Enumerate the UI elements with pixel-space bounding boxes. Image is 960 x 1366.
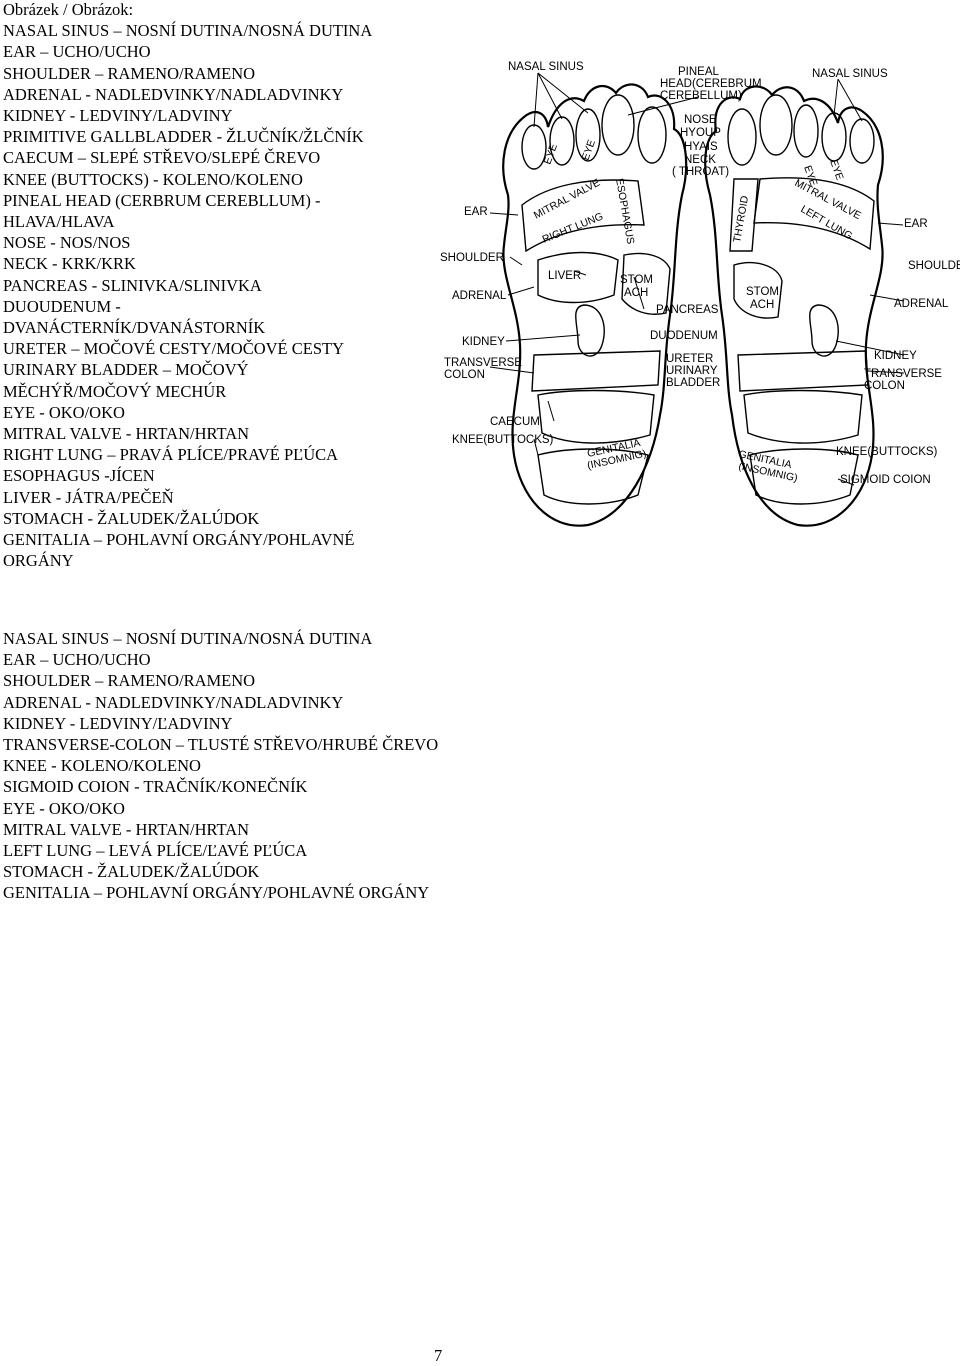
legend-line: MITRAL VALVE - HRTAN/HRTAN — [3, 819, 438, 840]
toe-zone — [760, 95, 792, 155]
label-pineal-head: HEAD(CEREBRUM — [660, 78, 762, 90]
label-eye: EYE — [827, 158, 845, 182]
legend-line: MITRAL VALVE - HRTAN/HRTAN — [3, 423, 433, 444]
label-hyais: HYAIS — [684, 141, 718, 153]
legend-line: EAR – UCHO/UCHO — [3, 41, 433, 62]
label-kidney: KIDNEY — [462, 336, 505, 348]
label-shoulder: SHOULDE — [908, 260, 960, 272]
toe-zone — [602, 95, 634, 155]
colon-zone — [532, 351, 660, 391]
label-kidney: KIDNEY — [874, 350, 917, 362]
bladder-zone — [744, 391, 862, 444]
label-transverse-colon: COLON — [864, 380, 905, 392]
right-figure-legend: NASAL SINUS – NOSNÍ DUTINA/NOSNÁ DUTINA … — [3, 628, 438, 904]
label-knee-buttocks: KNEE(BUTTOCKS) — [836, 446, 938, 458]
legend-line: TRANSVERSE-COLON – TLUSTÉ STŘEVO/HRUBÉ Č… — [3, 734, 438, 755]
label-caecum: CAECUM — [490, 416, 540, 428]
legend-line: MĚCHÝŘ/MOČOVÝ MECHÚR — [3, 381, 433, 402]
label-neck: NECK — [684, 154, 716, 166]
legend-line: EYE - OKO/OKO — [3, 402, 433, 423]
label-throat: ( THROAT) — [672, 166, 729, 178]
bladder-zone — [538, 391, 654, 444]
legend-line: NOSE - NOS/NOS — [3, 232, 433, 253]
foot-reflexology-diagram: NASAL SINUS PINEAL HEAD(CEREBRUM CEREBEL… — [438, 55, 960, 535]
label-hyoup: HYOUP — [680, 127, 721, 139]
label-adrenal: ADRENAL — [894, 298, 949, 310]
legend-line: NECK - KRK/KRK — [3, 253, 433, 274]
label-right-lung: RIGHT LUNG — [541, 210, 605, 245]
label-stomach: STOM — [620, 274, 653, 286]
legend-line: PINEAL HEAD (CERBRUM CEREBLLUM) - — [3, 190, 433, 211]
label-nasal-sinus: NASAL SINUS — [508, 61, 584, 73]
label-liver: LIVER — [548, 270, 581, 282]
legend-line: SIGMOID COION - TRAČNÍK/KONEČNÍK — [3, 776, 438, 797]
legend-line: GENITALIA – POHLAVNÍ ORGÁNY/POHLAVNÉ — [3, 529, 433, 550]
legend-heading: Obrázek / Obrázok: — [3, 0, 433, 20]
page-number: 7 — [434, 1346, 442, 1366]
legend-line: DVANÁCTERNÍK/DVANÁSTORNÍK — [3, 317, 433, 338]
legend-line: DUOUDENUM - — [3, 296, 433, 317]
legend-line: KIDNEY - LEDVINY/ĽADVINY — [3, 713, 438, 734]
label-urinary: URINARY — [666, 365, 718, 377]
label-sigmoid-coion: SIGMOID COION — [840, 474, 931, 486]
legend-line: STOMACH - ŽALUDEK/ŽALÚDOK — [3, 861, 438, 882]
label-thyroid: THYROID — [731, 194, 751, 243]
toe-zone — [822, 113, 846, 161]
label-esophagus: ESOPHAGUS — [613, 177, 636, 245]
toe-zone — [794, 105, 818, 157]
legend-line: NASAL SINUS – NOSNÍ DUTINA/NOSNÁ DUTINA — [3, 20, 433, 41]
legend-line: STOMACH - ŽALUDEK/ŽALÚDOK — [3, 508, 433, 529]
legend-line: ADRENAL - NADLEDVINKY/NADLADVINKY — [3, 84, 433, 105]
legend-line: NASAL SINUS – NOSNÍ DUTINA/NOSNÁ DUTINA — [3, 628, 438, 649]
kidney-zone — [810, 305, 839, 356]
label-shoulder: SHOULDER — [440, 252, 504, 264]
legend-line: CAECUM – SLEPÉ STŘEVO/SLEPÉ ČREVO — [3, 147, 433, 168]
legend-line: KIDNEY - LEDVINY/LADVINY — [3, 105, 433, 126]
label-stomach: ACH — [624, 287, 648, 299]
legend-line: SHOULDER – RAMENO/RAMENO — [3, 63, 433, 84]
label-ear: EAR — [464, 206, 488, 218]
label-transverse-colon: COLON — [444, 369, 485, 381]
label-transverse-colon: TRANSVERSE — [864, 368, 942, 380]
legend-line: GENITALIA – POHLAVNÍ ORGÁNY/POHLAVNÉ ORG… — [3, 882, 438, 903]
legend-line: ESOPHAGUS -JÍCEN — [3, 465, 433, 486]
label-transverse-colon: TRANSVERSE — [444, 357, 522, 369]
label-pineal-head: CEREBELLUM) — [660, 90, 742, 102]
legend-line: KNEE - KOLENO/KOLENO — [3, 755, 438, 776]
legend-line: PRIMITIVE GALLBLADDER - ŽLUČNÍK/ŽLČNÍK — [3, 126, 433, 147]
kidney-zone — [576, 305, 605, 356]
label-nose: NOSE — [684, 114, 717, 126]
legend-line: PANCREAS - SLINIVKA/SLINIVKA — [3, 275, 433, 296]
legend-line: LEFT LUNG – LEVÁ PLÍCE/ĽAVÉ PĽÚCA — [3, 840, 438, 861]
label-ureter: URETER — [666, 353, 713, 365]
legend-line: SHOULDER – RAMENO/RAMENO — [3, 670, 438, 691]
label-adrenal: ADRENAL — [452, 290, 507, 302]
label-knee-buttocks: KNEE(BUTTOCKS) — [452, 434, 554, 446]
label-duodenum: DUODENUM — [650, 330, 718, 342]
label-stomach: ACH — [750, 299, 774, 311]
legend-line: EAR – UCHO/UCHO — [3, 649, 438, 670]
legend-line: LIVER - JÁTRA/PEČEŇ — [3, 487, 433, 508]
label-eye: EYE — [580, 138, 598, 162]
legend-line: URINARY BLADDER – MOČOVÝ — [3, 359, 433, 380]
legend-line: EYE - OKO/OKO — [3, 798, 438, 819]
legend-line: ADRENAL - NADLEDVINKY/NADLADVINKY — [3, 692, 438, 713]
label-nasal-sinus: NASAL SINUS — [812, 68, 888, 80]
label-ear: EAR — [904, 218, 928, 230]
legend-line: RIGHT LUNG – PRAVÁ PLÍCE/PRAVÉ PĽÚCA — [3, 444, 433, 465]
label-bladder: BLADDER — [666, 377, 720, 389]
right-foot-outline — [705, 86, 883, 525]
legend-line: URETER – MOČOVÉ CESTY/MOČOVÉ CESTY — [3, 338, 433, 359]
colon-zone — [738, 351, 868, 391]
label-pineal-head: PINEAL — [678, 66, 720, 78]
label-pancreas: PANCREAS — [656, 304, 719, 316]
toe-zone — [728, 109, 756, 165]
toe-zone — [850, 119, 874, 163]
toe-zone — [638, 107, 666, 163]
legend-line: HLAVA/HLAVA — [3, 211, 433, 232]
left-figure-legend: Obrázek / Obrázok: NASAL SINUS – NOSNÍ D… — [3, 0, 433, 571]
legend-line: ORGÁNY — [3, 550, 433, 571]
label-stomach: STOM — [746, 286, 779, 298]
legend-line: KNEE (BUTTOCKS) - KOLENO/KOLENO — [3, 169, 433, 190]
